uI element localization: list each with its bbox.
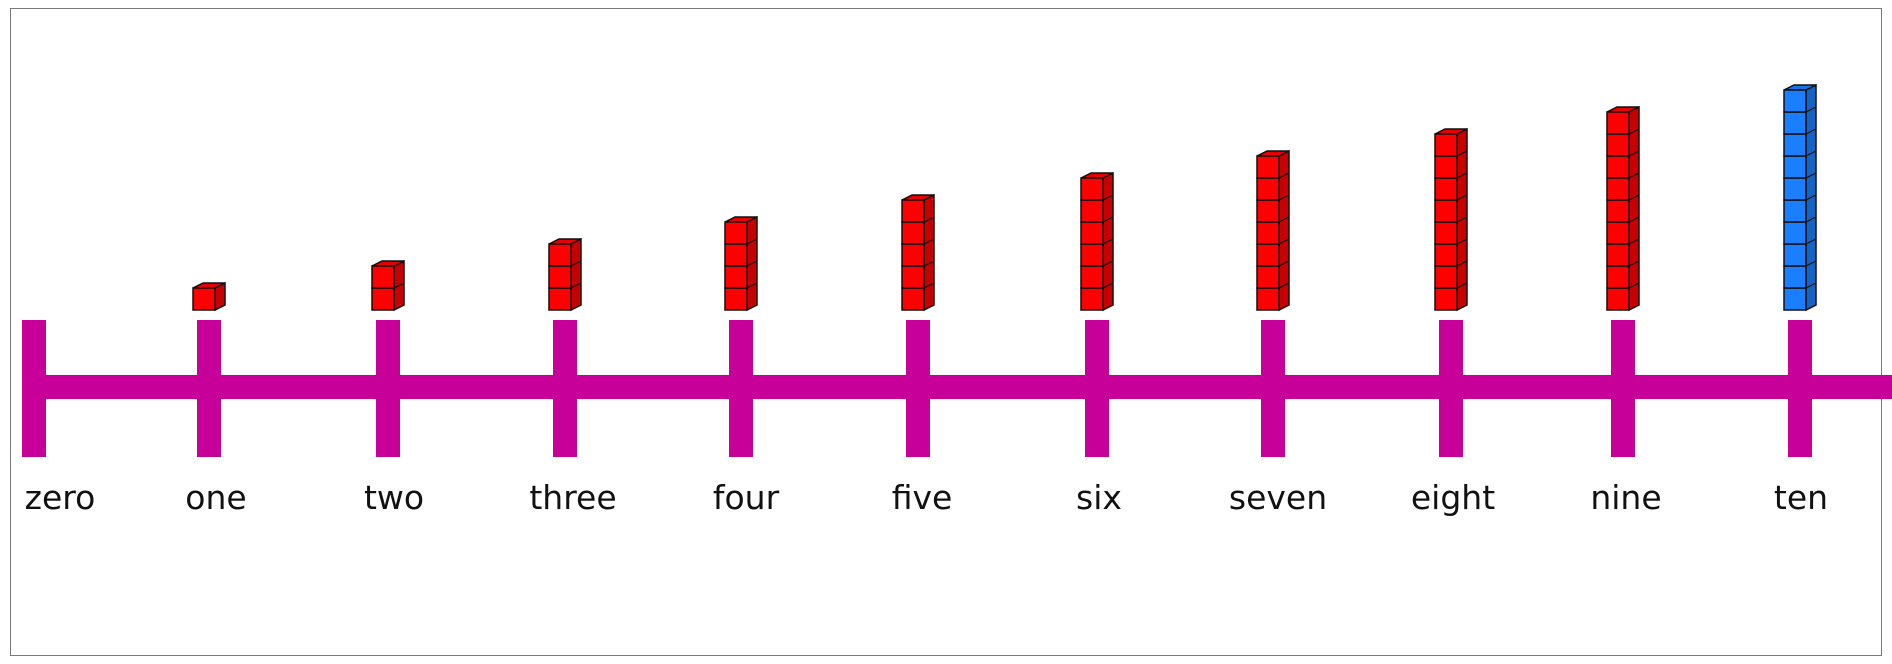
cube (724, 221, 748, 245)
label-one: one (185, 478, 247, 517)
cube (371, 265, 395, 289)
cube-edge (923, 282, 935, 289)
label-six: six (1076, 478, 1122, 517)
tick-eight (1439, 320, 1463, 457)
cube-tower-five (901, 193, 935, 312)
cube-edge (1102, 194, 1114, 201)
cube-edge (1456, 172, 1468, 179)
cube-edge (1628, 172, 1640, 179)
cube-tower-seven (1256, 149, 1290, 312)
cube-tower-eight (1434, 127, 1468, 312)
tick-two (376, 320, 400, 457)
cube-edge (1102, 238, 1114, 245)
cube-edge (1628, 260, 1640, 267)
tick-six (1085, 320, 1109, 457)
cube-edge (1805, 238, 1817, 245)
tick-nine (1611, 320, 1635, 457)
cube-edge (746, 282, 758, 289)
label-three: three (529, 478, 617, 517)
label-two: two (363, 478, 425, 517)
cube (1434, 133, 1458, 157)
cube-edge (1102, 260, 1114, 267)
cube-edge (1456, 194, 1468, 201)
cube-edge (1278, 282, 1290, 289)
cube-edge (1456, 260, 1468, 267)
label-five: five (891, 478, 953, 517)
cube (1080, 177, 1104, 201)
label-ten: ten (1773, 478, 1829, 517)
cube-tower-two (371, 259, 405, 312)
cube-edge (570, 260, 582, 267)
cube-edge (1278, 260, 1290, 267)
tick-five (906, 320, 930, 457)
cube (192, 287, 216, 311)
cube-tower-four (724, 215, 758, 312)
label-four: four (712, 478, 780, 517)
tick-four (729, 320, 753, 457)
cube (1256, 155, 1280, 179)
cube-edge (1805, 128, 1817, 135)
cube-edge (1102, 216, 1114, 223)
cube-edge (1456, 216, 1468, 223)
cube-edge (1805, 150, 1817, 157)
cube-edge (1456, 150, 1468, 157)
cube-edge (1805, 106, 1817, 113)
cube-edge (1628, 238, 1640, 245)
label-seven: seven (1228, 478, 1328, 517)
cube-edge (1628, 282, 1640, 289)
cube (1783, 89, 1807, 113)
cube-tower-nine (1606, 105, 1640, 312)
tick-one (197, 320, 221, 457)
label-zero: zero (24, 478, 96, 517)
cube (901, 199, 925, 223)
cube-edge (1628, 150, 1640, 157)
cube-edge (1278, 216, 1290, 223)
cube-edge (1805, 194, 1817, 201)
cube-tower-ten (1783, 83, 1817, 312)
cube-edge (1805, 260, 1817, 267)
cube-edge (1278, 238, 1290, 245)
cube-edge (1628, 216, 1640, 223)
cube-edge (1102, 282, 1114, 289)
cube-edge (923, 216, 935, 223)
cube (548, 243, 572, 267)
label-nine: nine (1590, 478, 1662, 517)
cube-edge (1628, 194, 1640, 201)
cube-edge (1278, 172, 1290, 179)
cube (1606, 111, 1630, 135)
cube-edge (746, 238, 758, 245)
cube-edge (1628, 128, 1640, 135)
cube-edge (1456, 238, 1468, 245)
cube-edge (746, 260, 758, 267)
cube-tower-six (1080, 171, 1114, 312)
tick-seven (1261, 320, 1285, 457)
cube-tower-one (192, 281, 226, 312)
cube-edge (570, 282, 582, 289)
number-line-bar (22, 375, 1892, 399)
label-eight: eight (1410, 478, 1496, 517)
cube-edge (1805, 282, 1817, 289)
tick-three (553, 320, 577, 457)
cube-edge (1278, 194, 1290, 201)
cube-edge (923, 238, 935, 245)
cube-tower-three (548, 237, 582, 312)
diagram-frame (10, 8, 1882, 656)
cube-edge (1805, 172, 1817, 179)
cube-edge (1456, 282, 1468, 289)
cube-edge (923, 260, 935, 267)
tick-zero (22, 320, 46, 457)
tick-ten (1788, 320, 1812, 457)
cube-edge (393, 282, 405, 289)
cube-edge (1805, 216, 1817, 223)
